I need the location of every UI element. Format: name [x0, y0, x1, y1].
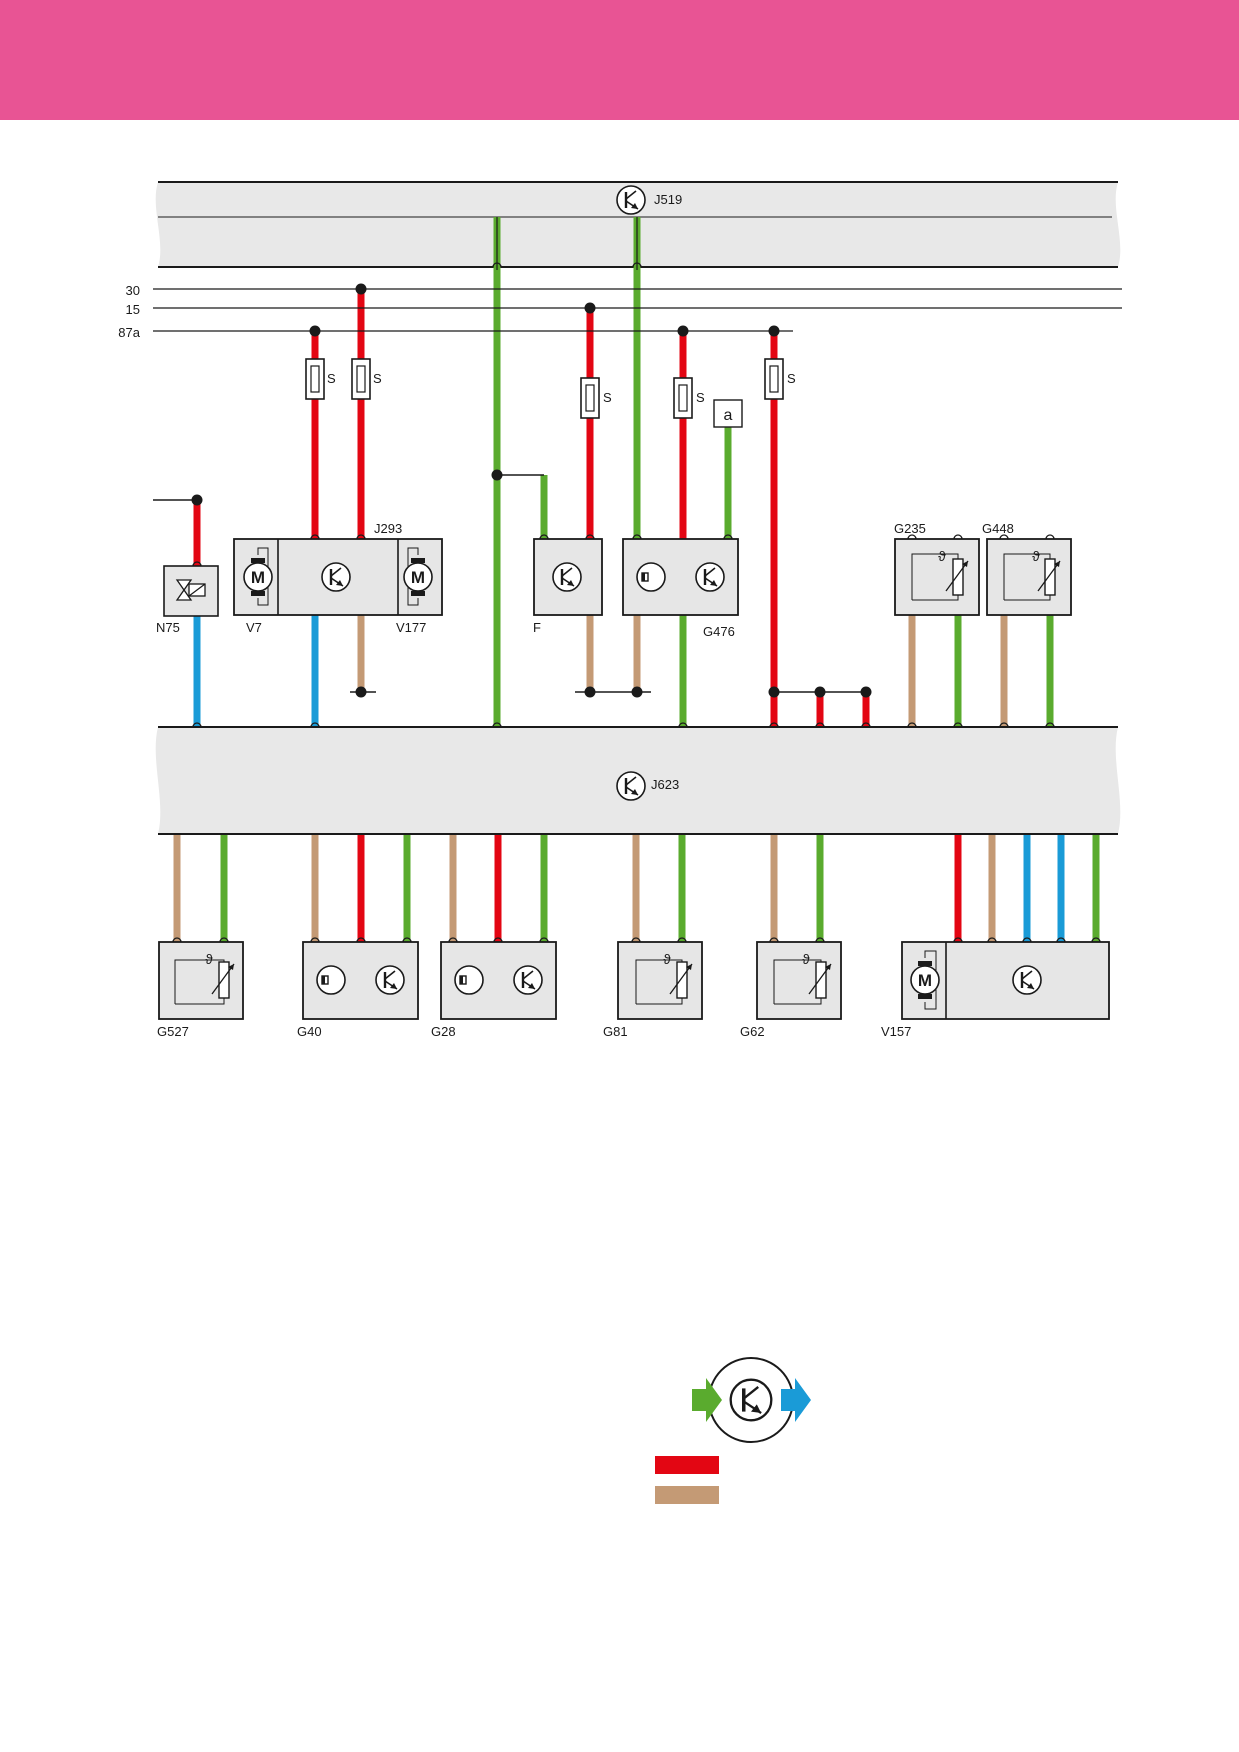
v7-label: V7: [246, 620, 262, 635]
fuse-2-label: S: [373, 371, 382, 386]
legend-red-swatch: [655, 1456, 719, 1474]
component-v157: M V157: [881, 941, 1110, 1039]
fuse-5: [764, 358, 784, 400]
fuse-4: [673, 377, 693, 419]
component-g527: ϑ G527: [157, 941, 244, 1039]
fuses: S S S S S: [305, 358, 796, 419]
junction-dot: [584, 686, 596, 698]
v177-motor-symbol: M: [411, 568, 425, 587]
component-n75: N75: [156, 565, 219, 635]
g81-label: G81: [603, 1024, 628, 1039]
terminal-lines: 30 15 87a: [118, 283, 1122, 340]
wires: [153, 217, 1101, 943]
junction-dot: [768, 686, 780, 698]
component-g40: G40: [297, 941, 419, 1039]
component-g235: ϑ G235: [894, 521, 980, 616]
g448-label: G448: [982, 521, 1014, 536]
f-control-unit-icon: [551, 561, 583, 593]
junction-dot: [191, 494, 203, 506]
n75-label: N75: [156, 620, 180, 635]
component-g476: G476: [622, 538, 739, 639]
legend-brown-swatch: [655, 1486, 719, 1504]
j519-control-unit-icon: [615, 184, 647, 216]
g476-hall-sensor-icon: [636, 562, 666, 592]
component-j293: M M J293 V7 V177: [233, 521, 443, 635]
fuse-4-label: S: [696, 390, 705, 405]
g28-label: G28: [431, 1024, 456, 1039]
valve-icon: [175, 579, 193, 601]
g235-theta: ϑ: [938, 548, 946, 564]
g476-control-unit-icon: [694, 561, 726, 593]
v157-label: V157: [881, 1024, 911, 1039]
junction-dot: [491, 469, 503, 481]
component-g62: ϑ G62: [740, 941, 842, 1039]
terminal-30-label: 30: [126, 283, 140, 298]
j623-label: J623: [651, 777, 679, 792]
legend: [655, 1357, 811, 1504]
g62-theta: ϑ: [802, 951, 810, 967]
v157-motor-symbol: M: [918, 971, 932, 990]
g28-hall-sensor-icon: [454, 965, 484, 995]
terminal-87a-label: 87a: [118, 325, 140, 340]
g40-label: G40: [297, 1024, 322, 1039]
junction-dot: [814, 686, 826, 698]
legend-input-arrow-icon: [692, 1378, 722, 1422]
j623-control-unit-icon: [615, 770, 647, 802]
j293-control-unit-icon: [320, 561, 352, 593]
g40-control-unit-icon: [374, 964, 406, 996]
junction-dot: [355, 686, 367, 698]
v7-motor-symbol: M: [251, 568, 265, 587]
g40-hall-sensor-icon: [316, 965, 346, 995]
fuse-1-label: S: [327, 371, 336, 386]
legend-output-arrow-icon: [781, 1378, 811, 1422]
connector-a-label: a: [724, 407, 733, 424]
component-f: F: [533, 538, 603, 635]
fuse-3: [580, 377, 600, 419]
component-g448: ϑ G448: [982, 521, 1072, 616]
g235-label: G235: [894, 521, 926, 536]
fuse-5-label: S: [787, 371, 796, 386]
g448-theta: ϑ: [1032, 548, 1040, 564]
g527-label: G527: [157, 1024, 189, 1039]
fuse-3-label: S: [603, 390, 612, 405]
g527-theta: ϑ: [205, 951, 213, 967]
header-band: [0, 0, 1239, 120]
legend-control-unit-signal-icon: [728, 1377, 774, 1423]
junction-dot: [631, 686, 643, 698]
terminal-15-label: 15: [126, 302, 140, 317]
v157-control-unit-icon: [1011, 964, 1043, 996]
g62-label: G62: [740, 1024, 765, 1039]
junction-dot: [860, 686, 872, 698]
component-g81: ϑ G81: [603, 941, 703, 1039]
v177-label: V177: [396, 620, 426, 635]
g81-theta: ϑ: [663, 951, 671, 967]
fuse-2: [351, 358, 371, 400]
j519-label: J519: [654, 192, 682, 207]
f-label: F: [533, 620, 541, 635]
j293-label: J293: [374, 521, 402, 536]
connector-a: a: [713, 399, 743, 428]
component-g28: G28: [431, 941, 557, 1039]
g476-label: G476: [703, 624, 735, 639]
fuse-1: [305, 358, 325, 400]
g28-control-unit-icon: [512, 964, 544, 996]
